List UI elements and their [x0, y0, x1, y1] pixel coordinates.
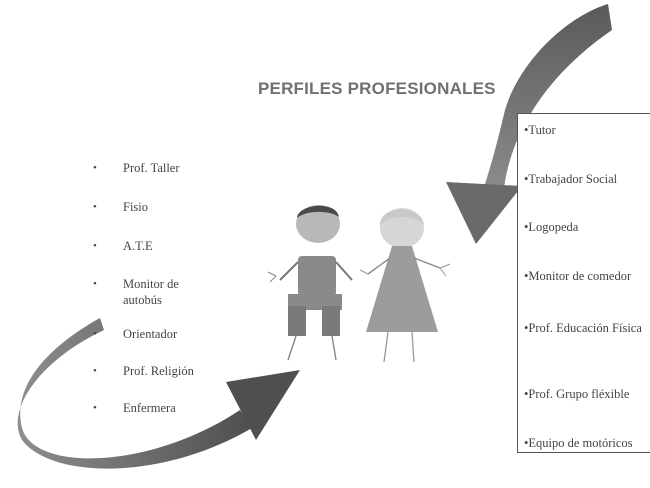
bullet-icon: • — [93, 278, 97, 290]
list-item-label: Prof. Taller — [123, 161, 180, 175]
list-item-label: A.T.E — [123, 239, 153, 253]
list-item: •Prof. Educación Física — [524, 321, 642, 335]
right-profile-box: •Tutor •Trabajador Social •Logopeda •Mon… — [517, 113, 650, 453]
bullet-icon: • — [93, 365, 97, 377]
list-item: •Trabajador Social — [524, 172, 618, 186]
list-item-label: Prof. Religión — [123, 364, 194, 378]
bullet-icon: • — [93, 240, 97, 252]
children-drawing-icon — [267, 205, 451, 363]
bullet-icon: • — [93, 162, 97, 174]
list-item: •Prof. Grupo fléxible — [524, 387, 630, 401]
list-item-label: Enfermera — [123, 401, 176, 415]
list-item: •Monitor de comedor — [524, 269, 632, 283]
diagram-title: PERFILES PROFESIONALES — [258, 79, 496, 98]
list-item: •Tutor — [524, 123, 556, 137]
list-item: •Logopeda — [524, 220, 579, 234]
top-curved-arrow-icon — [446, 4, 612, 244]
bullet-icon: • — [93, 402, 97, 414]
bottom-curved-arrow-icon — [17, 318, 300, 469]
bullet-icon: • — [93, 201, 97, 213]
list-item-label: Monitor de autobús — [123, 277, 179, 307]
list-item-label: Fisio — [123, 200, 149, 214]
list-item-label: Orientador — [123, 327, 178, 341]
list-item: •Equipo de motóricos — [524, 436, 633, 450]
bullet-icon: • — [93, 328, 97, 340]
